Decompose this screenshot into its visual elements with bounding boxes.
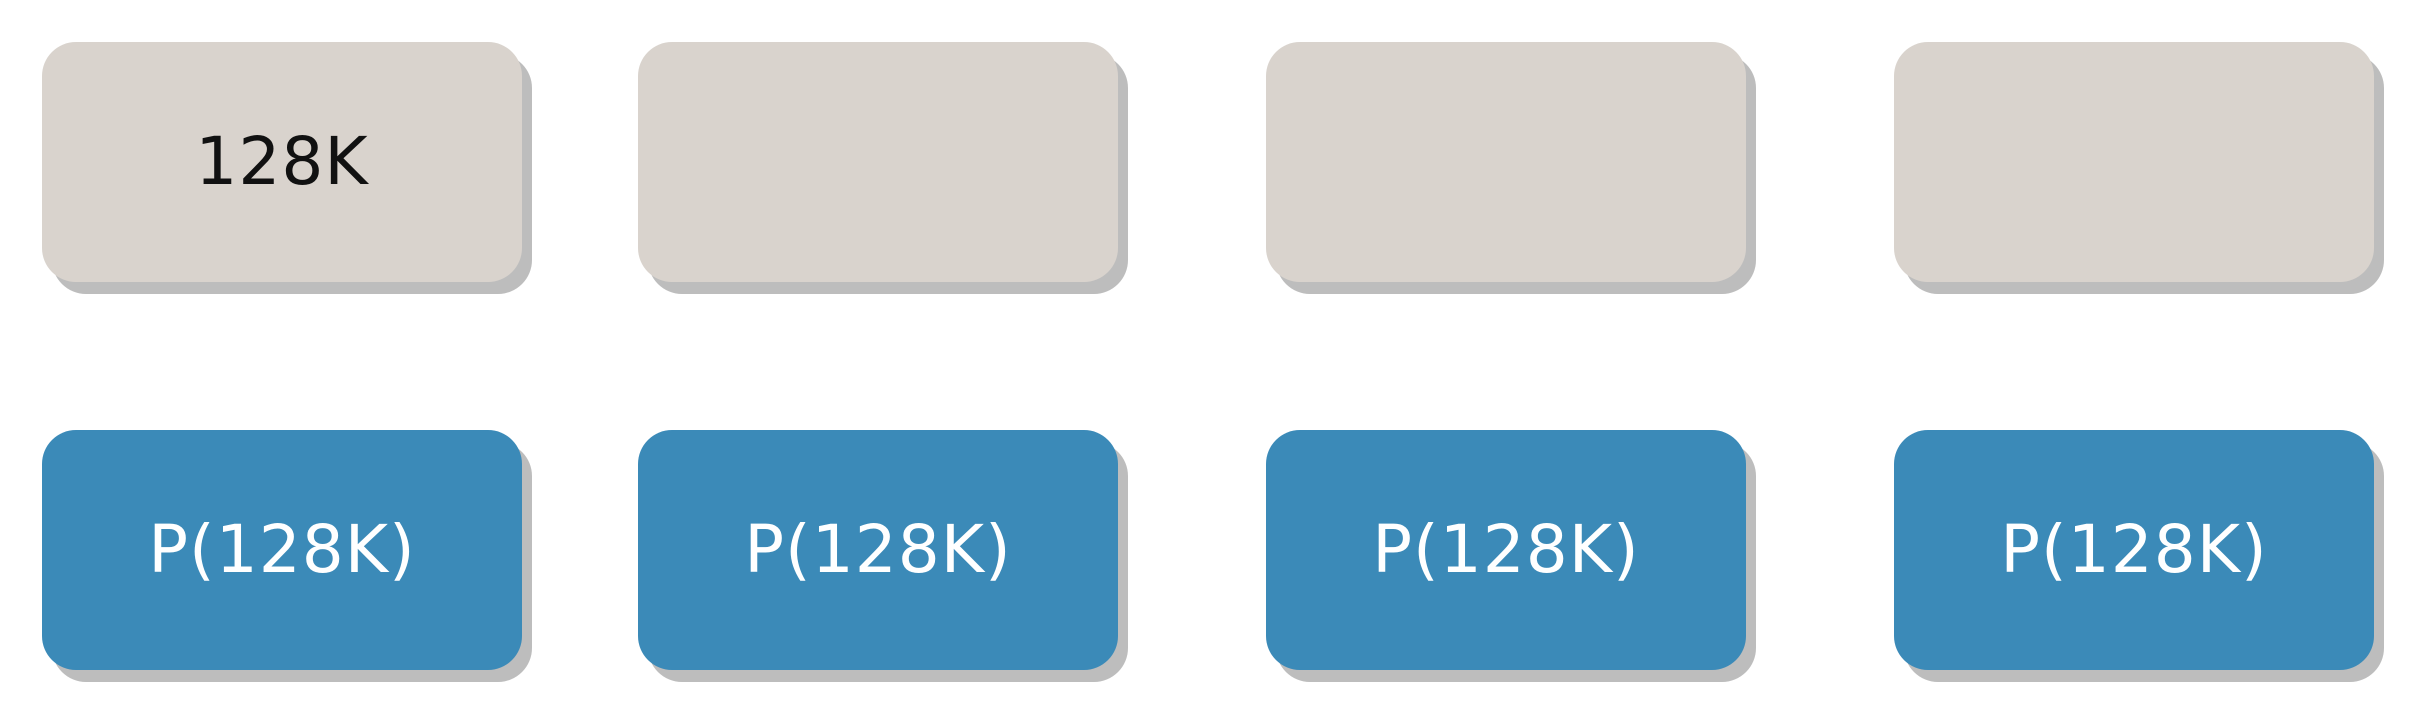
top-row: 128K xyxy=(0,42,2424,282)
bottom-box-3: P(128K) xyxy=(1266,430,1746,670)
top-box-1-label: 128K xyxy=(195,123,369,200)
bottom-box-4-label: P(128K) xyxy=(2000,511,2268,588)
bottom-box-2: P(128K) xyxy=(638,430,1118,670)
top-box-2 xyxy=(638,42,1118,282)
top-box-3 xyxy=(1266,42,1746,282)
bottom-row: P(128K) P(128K) P(128K) P(128K) xyxy=(0,430,2424,670)
bottom-box-4: P(128K) xyxy=(1894,430,2374,670)
bottom-box-1-label: P(128K) xyxy=(148,511,416,588)
bottom-box-3-label: P(128K) xyxy=(1372,511,1640,588)
top-box-4 xyxy=(1894,42,2374,282)
top-box-1: 128K xyxy=(42,42,522,282)
bottom-box-2-label: P(128K) xyxy=(744,511,1012,588)
bottom-box-1: P(128K) xyxy=(42,430,522,670)
